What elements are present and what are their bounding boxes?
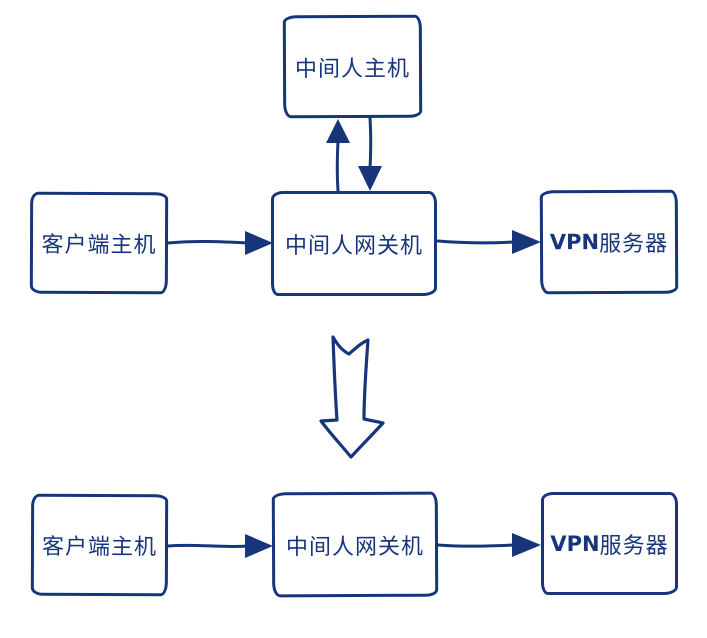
right-arrow-line (436, 543, 516, 548)
node-label: 中间人网关机 (284, 233, 423, 259)
right-arrowhead-icon (512, 533, 541, 557)
node-label: 服务器 (599, 231, 669, 258)
node-label: 客户端主机 (41, 534, 158, 561)
node-label: 中间人网关机 (285, 534, 425, 560)
right-arrow-line (166, 239, 249, 245)
node-label-vpn: VPN (549, 230, 600, 255)
right-arrow-line (436, 239, 516, 245)
down-arrow-line (368, 116, 373, 170)
node-mitm-host: 中间人主机 (282, 14, 423, 119)
node-label: 服务器 (599, 533, 669, 559)
node-mitm-gateway-top: 中间人网关机 (271, 191, 437, 296)
node-label: 中间人主机 (294, 56, 411, 82)
right-arrowhead-icon (245, 231, 273, 255)
right-arrow-line (166, 543, 249, 549)
up-arrowhead-icon (326, 119, 350, 143)
node-label-vpn: VPN (550, 531, 600, 556)
node-client-host-bottom: 客户端主机 (30, 493, 169, 597)
right-arrowhead-icon (245, 534, 273, 558)
down-arrowhead-icon (358, 166, 382, 191)
node-mitm-gateway-bottom: 中间人网关机 (271, 491, 439, 598)
node-label: 客户端主机 (41, 232, 157, 259)
node-client-host-top: 客户端主机 (29, 191, 169, 295)
right-arrowhead-icon (512, 230, 541, 254)
big-down-arrow-icon (319, 335, 385, 459)
up-arrow-line (335, 139, 340, 193)
